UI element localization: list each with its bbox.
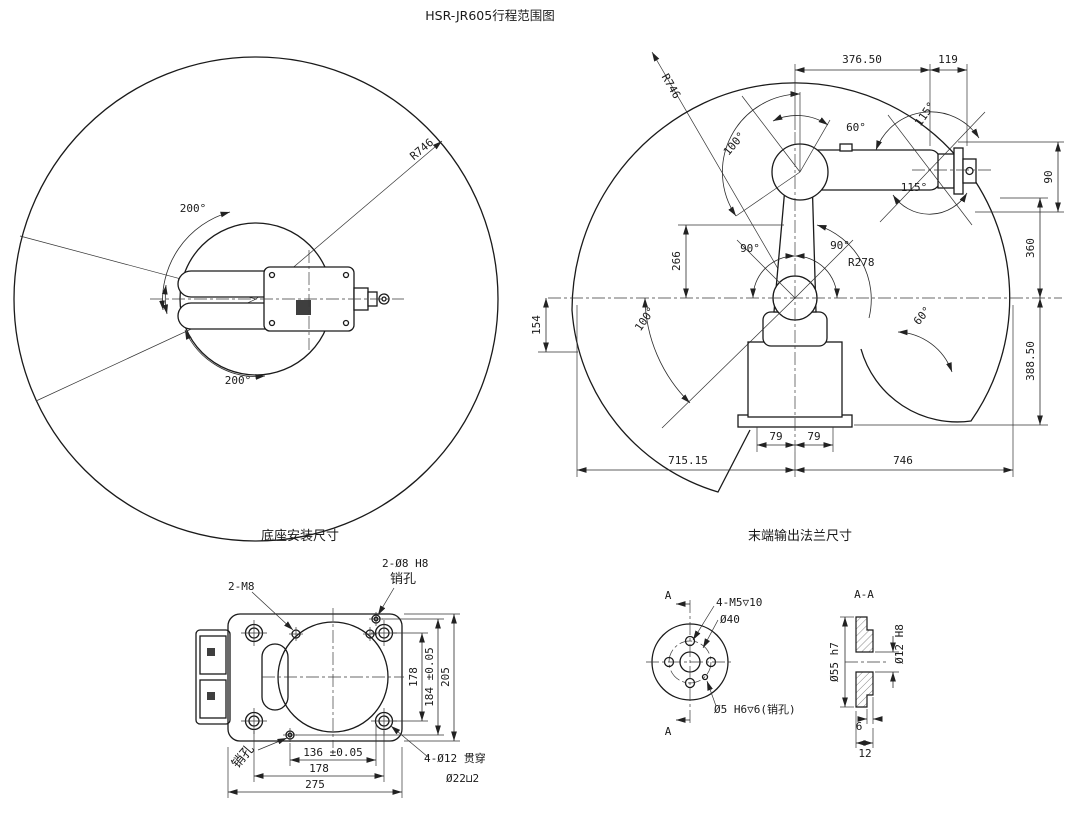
dim-6: 6 bbox=[856, 720, 863, 733]
note-pin-spec: 2-Ø8 H8 bbox=[382, 557, 428, 570]
corner-mounting-holes bbox=[241, 620, 397, 734]
base-plate-outline bbox=[227, 613, 403, 742]
note-pin-d5: Ø5 H6▽6(销孔) bbox=[714, 702, 796, 716]
note-2-m8: 2-M8 bbox=[228, 580, 255, 593]
dim-178-vertical: 178 bbox=[407, 667, 420, 687]
note-4-m5: 4-M5▽10 bbox=[716, 596, 762, 609]
dowel-pin-holes bbox=[283, 612, 383, 742]
dim-12: 12 bbox=[858, 747, 871, 760]
dim-79-right: 79 bbox=[807, 430, 820, 443]
angle-60-top: 60° bbox=[846, 121, 866, 134]
side-view: 376.50 119 90 360 388.50 266 154 79 79 7… bbox=[530, 51, 1064, 493]
radius-r278: R278 bbox=[848, 256, 875, 269]
flange-view-title: 末端输出法兰尺寸 bbox=[748, 528, 852, 544]
top-view: 200° 200° R746 bbox=[13, 56, 499, 542]
dim-715-15: 715.15 bbox=[668, 454, 708, 467]
work-envelope-outer-circle bbox=[13, 56, 499, 542]
section-lower-half bbox=[855, 671, 874, 708]
section-label-a-bottom: A bbox=[665, 725, 672, 738]
dim-266: 266 bbox=[670, 251, 683, 271]
angle-90-right: 90° bbox=[830, 239, 850, 252]
note-d40: Ø40 bbox=[720, 613, 740, 626]
note-pin-word: 销孔 bbox=[390, 572, 416, 587]
dim-136-horizontal: 136 ±0.05 bbox=[303, 746, 363, 759]
dim-205-vertical: 205 bbox=[439, 667, 452, 687]
work-envelope-right-path bbox=[703, 82, 1011, 423]
note-4-d12-through: 4-Ø12 贯穿 bbox=[424, 751, 486, 765]
dim-360: 360 bbox=[1024, 238, 1037, 258]
note-cbore: Ø22⊔2 bbox=[446, 772, 479, 785]
base-mount-view: 底座安装尺寸 bbox=[195, 528, 486, 798]
r278-arc bbox=[816, 224, 872, 319]
flange-view: 末端输出法兰尺寸 A A 4-M5▽10 Ø40 Ø5 H6▽6(销孔) A-A bbox=[646, 528, 906, 760]
angle-200-upper: 200° bbox=[180, 202, 207, 215]
dim-388-50: 388.50 bbox=[1024, 341, 1037, 381]
dim-d55-h7: Ø55 h7 bbox=[828, 642, 841, 682]
angle-90-left: 90° bbox=[740, 242, 760, 255]
dim-119: 119 bbox=[938, 53, 958, 66]
base-view-title: 底座安装尺寸 bbox=[261, 528, 339, 544]
dim-154: 154 bbox=[530, 315, 543, 335]
dim-79-left: 79 bbox=[769, 430, 782, 443]
dim-275-horizontal: 275 bbox=[305, 778, 325, 791]
dim-d12-h8: Ø12 H8 bbox=[893, 624, 906, 664]
section-upper-half bbox=[855, 616, 874, 653]
work-envelope-left-path bbox=[571, 102, 751, 493]
dim-90: 90 bbox=[1042, 170, 1055, 183]
flange-pin-hole bbox=[701, 673, 709, 681]
drawing-title: HSR-JR605行程范围图 bbox=[425, 8, 554, 23]
section-label-a-top: A bbox=[665, 589, 672, 602]
dim-178-horizontal: 178 bbox=[309, 762, 329, 775]
dim-746: 746 bbox=[893, 454, 913, 467]
dim-376-50: 376.50 bbox=[842, 53, 882, 66]
dim-184-vertical: 184 ±0.05 bbox=[423, 647, 436, 707]
angle-200-lower: 200° bbox=[225, 374, 252, 387]
section-name-label: A-A bbox=[854, 588, 874, 601]
angle-115-mid: 115° bbox=[901, 181, 928, 194]
